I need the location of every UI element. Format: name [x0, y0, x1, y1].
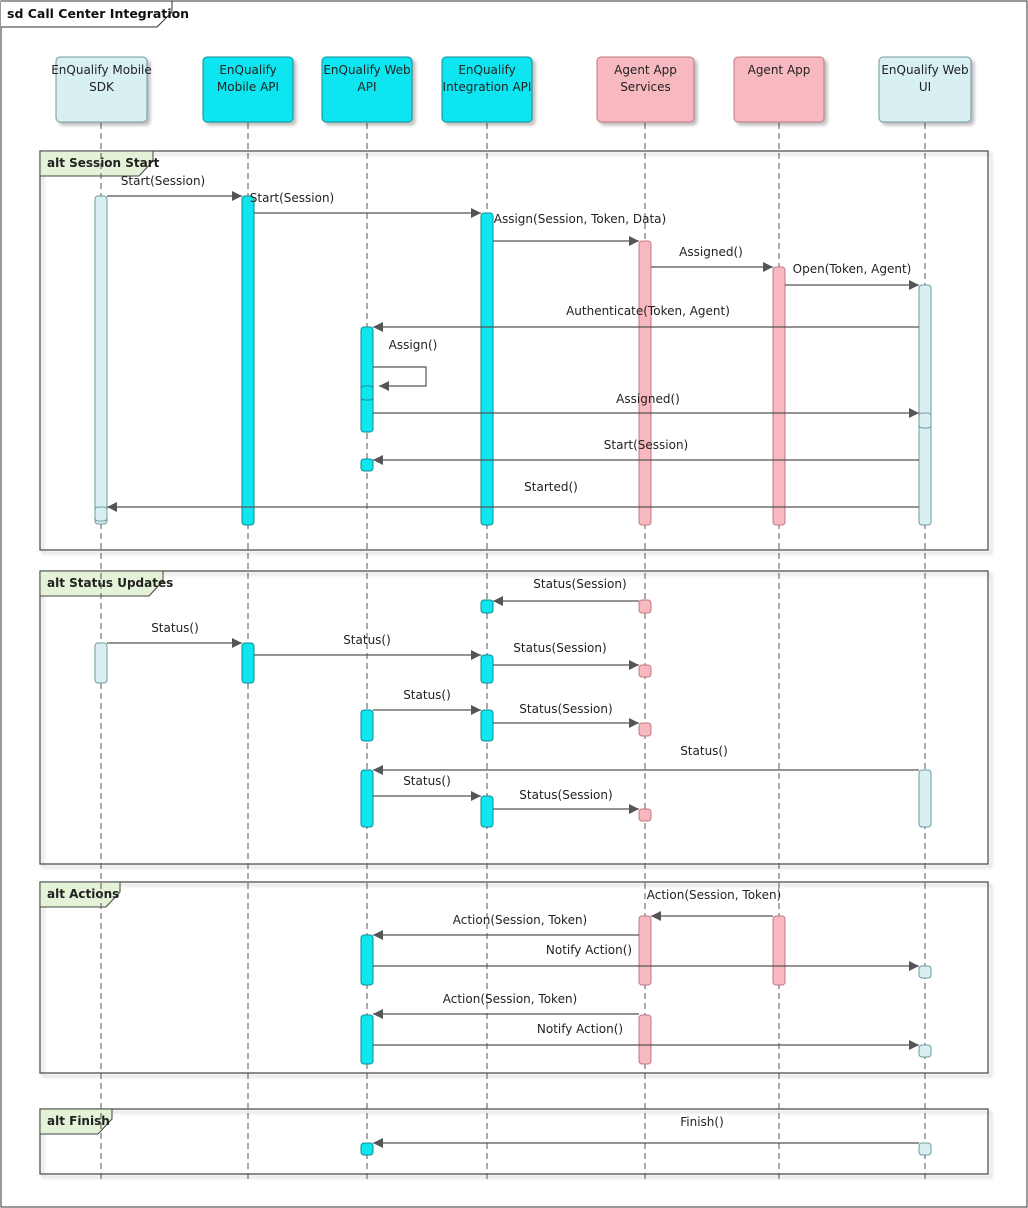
fragment-label-session-start: alt Session Start	[47, 156, 160, 170]
lifeline-label-wui: UI	[919, 80, 931, 94]
message-label: Action(Session, Token)	[443, 992, 578, 1006]
fragment-tab-actions	[39, 881, 121, 908]
fragment-tab-finish	[39, 1108, 113, 1135]
activation-aas	[638, 808, 652, 822]
fragment-status-updates	[39, 570, 989, 865]
lifeline-head-aa	[733, 56, 825, 123]
lifeline-label-wapi: API	[358, 80, 377, 94]
activation-aa	[772, 915, 786, 986]
lifeline-head-sdk	[55, 56, 148, 123]
activations-layer	[94, 195, 932, 1156]
message-label: Assign(Session, Token, Data)	[494, 212, 666, 226]
message-label: Started()	[524, 480, 578, 494]
activation-sdk	[94, 506, 108, 522]
lifeline-head-wapi	[321, 56, 413, 123]
message-label: Finish()	[680, 1115, 724, 1129]
lifeline-label-wapi: EnQualify Web	[323, 63, 410, 77]
lifeline-label-aas: Services	[620, 80, 671, 94]
message-label: Status()	[403, 688, 451, 702]
lifeline-label-mapi: EnQualify	[219, 63, 276, 77]
message-label: Assigned()	[616, 392, 680, 406]
activation-wapi	[360, 1014, 374, 1065]
activation-aas	[638, 664, 652, 678]
lifeline-label-aa: Agent App	[748, 63, 811, 77]
activation-aas	[638, 240, 652, 526]
activation-wapi	[360, 934, 374, 986]
activation-iapi	[480, 654, 494, 684]
lifeline-label-aas: Agent App	[614, 63, 677, 77]
activation-wui	[918, 1044, 932, 1058]
lifeline-label-iapi: Integration API	[443, 80, 532, 94]
message-label: Open(Token, Agent)	[793, 262, 912, 276]
messages-layer: Start(Session) Start(Session) Assign(Sessi…	[107, 174, 919, 1148]
activation-iapi	[480, 212, 494, 526]
activation-sdk	[94, 642, 108, 684]
activation-iapi	[480, 795, 494, 828]
lifeline-head-mapi	[202, 56, 294, 123]
message-label: Assigned()	[679, 245, 743, 259]
activation-iapi	[480, 599, 494, 614]
message-label: Status()	[680, 744, 728, 758]
activation-wapi	[360, 326, 374, 433]
activation-wui	[918, 769, 932, 828]
message-label: Status(Session)	[533, 577, 626, 591]
activation-wui	[918, 965, 932, 979]
activation-aas	[638, 722, 652, 737]
fragment-session-start	[39, 150, 989, 551]
message-arrow	[373, 366, 427, 391]
activation-mapi	[241, 642, 255, 684]
fragment-label-actions: alt Actions	[47, 887, 119, 901]
diagram-title: sd Call Center Integration	[7, 6, 189, 21]
message-label: Status()	[403, 774, 451, 788]
fragment-label-finish: alt Finish	[47, 1114, 110, 1128]
message-label: Status(Session)	[513, 641, 606, 655]
activation-aas	[638, 1014, 652, 1065]
message-label: Notify Action()	[537, 1022, 623, 1036]
activation-aas	[638, 915, 652, 986]
activation-wapi	[360, 769, 374, 828]
message-label: Status()	[343, 633, 391, 647]
fragment-tab-session-start	[39, 150, 154, 177]
lifeline-label-sdk: EnQualify Mobile	[51, 63, 152, 77]
activation-wui	[918, 412, 932, 429]
message-label: Start(Session)	[604, 438, 688, 452]
lifeline-label-mapi: Mobile API	[217, 80, 279, 94]
message-label: Start(Session)	[121, 174, 205, 188]
fragment-label-status-updates: alt Status Updates	[47, 576, 173, 590]
diagram-title-tab	[1, 0, 173, 28]
message-label: Assign()	[389, 338, 438, 352]
activation-aa	[772, 266, 786, 526]
fragments-layer: alt Session Start alt Status Updates alt A…	[39, 150, 989, 1175]
lifeline-head-aas	[596, 56, 695, 123]
lifeline-label-wui: EnQualify Web	[881, 63, 968, 77]
activation-mapi	[241, 195, 255, 526]
message-label: Action(Session, Token)	[453, 913, 588, 927]
activation-aas	[638, 599, 652, 614]
message-label: Start(Session)	[250, 191, 334, 205]
message-label: Action(Session, Token)	[647, 888, 782, 902]
activation-wapi	[360, 385, 374, 401]
message-label: Status()	[151, 621, 199, 635]
message-label: Authenticate(Token, Agent)	[566, 304, 730, 318]
lifeline-label-iapi: EnQualify	[458, 63, 515, 77]
activation-wapi	[360, 458, 374, 472]
message-label: Notify Action()	[546, 943, 632, 957]
activation-wui	[918, 1142, 932, 1156]
fragment-actions	[39, 881, 989, 1074]
fragment-finish	[39, 1108, 989, 1175]
activation-iapi	[480, 709, 494, 742]
activation-wapi	[360, 709, 374, 742]
activation-wui	[918, 284, 932, 526]
lifeline-head-iapi	[441, 56, 533, 123]
lifeline-label-sdk: SDK	[89, 80, 115, 94]
message-label: Status(Session)	[519, 788, 612, 802]
activation-sdk	[94, 195, 108, 525]
activation-wapi	[360, 1142, 374, 1156]
lifeline-head-wui	[878, 56, 972, 123]
message-label: Status(Session)	[519, 702, 612, 716]
